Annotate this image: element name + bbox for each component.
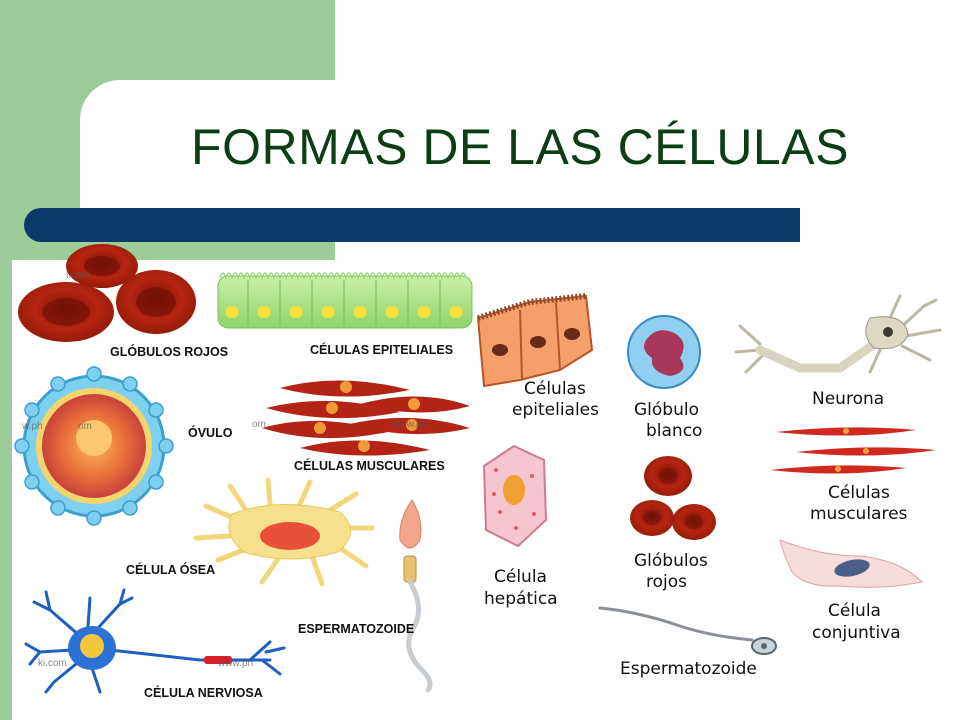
label-celula-osea: CÉLULA ÓSEA xyxy=(126,562,215,577)
label-epiteliales-right-2: epiteliales xyxy=(512,400,599,420)
label-espermatozoide-right: Espermatozoide xyxy=(620,659,757,679)
bone-cell xyxy=(196,480,372,584)
watermark-7: www.ph xyxy=(217,658,253,669)
muscle-cells-right xyxy=(770,427,936,473)
watermark-6: ki.com xyxy=(38,658,67,669)
label-celula-nerviosa: CÉLULA NERVIOSA xyxy=(144,685,263,700)
sperm-cell-left xyxy=(400,500,430,690)
label-celulas-right-1: Células xyxy=(524,379,586,399)
label-celula-hepatica-1: Célula xyxy=(494,567,547,587)
watermark-4: om xyxy=(252,419,266,430)
red-blood-cells-left xyxy=(18,244,196,342)
watermark-3: w.ph xyxy=(21,421,43,432)
label-espermatozoide-left: ESPERMATOZOIDE xyxy=(298,622,414,636)
label-globulos-right: Glóbulos xyxy=(634,551,708,571)
epithelial-cells-right xyxy=(478,296,592,386)
white-blood-cell xyxy=(628,316,700,388)
label-celula-conjuntiva-2: conjuntiva xyxy=(812,623,901,643)
sperm-cell-right xyxy=(600,608,776,654)
neuron-right xyxy=(736,296,940,372)
red-blood-cells-right xyxy=(630,456,716,540)
label-neurona: Neurona xyxy=(812,389,884,409)
label-celulas-epiteliales-left: CÉLULAS EPITELIALES xyxy=(310,342,453,357)
ovum-cell xyxy=(15,367,173,525)
liver-cell xyxy=(484,446,546,546)
label-rojos-right: rojos xyxy=(646,572,687,592)
watermark-1: i.com xyxy=(66,270,90,281)
connective-tissue-cell xyxy=(780,540,922,587)
label-blanco: blanco xyxy=(646,421,702,441)
label-celula-hepatica-2: hepática xyxy=(484,589,558,609)
label-celulas-musculares-left: CÉLULAS MUSCULARES xyxy=(294,458,445,473)
watermark-5: www.pro xyxy=(391,419,431,430)
muscle-cells-left xyxy=(262,380,470,455)
label-globulos-rojos: GLÓBULOS ROJOS xyxy=(110,344,228,359)
label-celula-conjuntiva-1: Célula xyxy=(828,601,881,621)
watermark-2: om xyxy=(78,421,92,432)
label-celulas-musculares-right-2: musculares xyxy=(810,504,908,524)
label-celulas-musculares-right-1: Células xyxy=(828,483,890,503)
label-globulo: Glóbulo xyxy=(634,400,699,420)
label-ovulo: ÓVULO xyxy=(188,425,233,440)
epithelial-cells-left xyxy=(218,273,472,328)
nerve-cell xyxy=(26,590,284,692)
